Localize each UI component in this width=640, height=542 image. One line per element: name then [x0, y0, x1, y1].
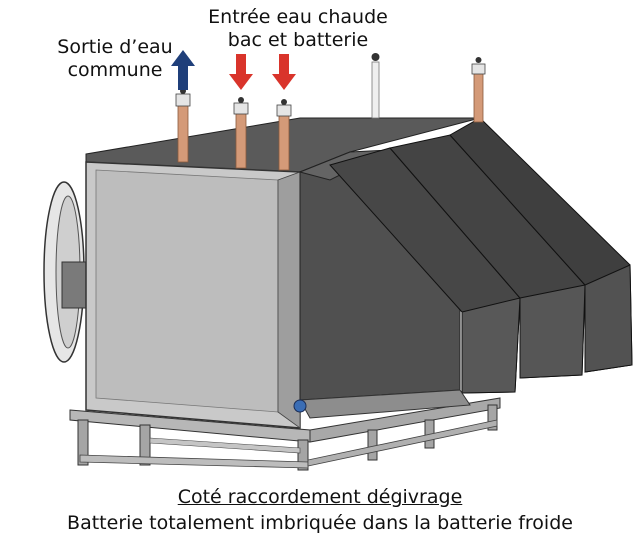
outlet-label-line1: Sortie d’eau — [57, 36, 173, 58]
base-crossbar-2 — [149, 437, 301, 454]
base-leg-3 — [297, 439, 309, 471]
air-handling-unit-illustration — [43, 50, 633, 471]
base-leg-1 — [77, 419, 89, 466]
front-panel-face — [95, 169, 279, 413]
outlet-label: Sortie d’eau commune — [46, 36, 184, 82]
fan-bracket — [61, 261, 89, 309]
caption-title: Coté raccordement dégivrage — [177, 486, 463, 508]
module-1-front — [461, 297, 521, 394]
base-leg-4 — [367, 429, 378, 461]
base-rail-side — [309, 397, 501, 443]
inlet-label-line1: Entrée eau chaude — [208, 6, 388, 28]
base-crossbar-3 — [307, 419, 498, 467]
front-panel-side — [277, 171, 301, 429]
module-2-front — [519, 284, 586, 379]
outlet-pipe — [175, 88, 191, 163]
module-3-front — [584, 264, 633, 373]
base-crossbar-1 — [79, 454, 309, 469]
outlet-label-line2: commune — [67, 59, 163, 81]
arrow-down-icon — [272, 54, 296, 90]
caption-subtitle: Batterie totalement imbriquée dans la ba… — [67, 512, 573, 534]
arrow-up-icon — [171, 50, 195, 90]
drain-tray — [299, 389, 471, 419]
base-leg-2 — [139, 424, 151, 466]
inlet-label-line2: bac et batterie — [227, 29, 369, 51]
drain-valve — [293, 399, 307, 413]
vent-pipe — [371, 53, 380, 119]
rear-pipe — [471, 57, 486, 123]
base-leg-6 — [487, 404, 498, 431]
inlet-pipe-coil — [276, 99, 292, 171]
arrow-down-icon — [229, 54, 253, 90]
inlet-pipe-tray — [233, 97, 249, 169]
inlet-label: Entrée eau chaude bac et batterie — [196, 6, 400, 52]
